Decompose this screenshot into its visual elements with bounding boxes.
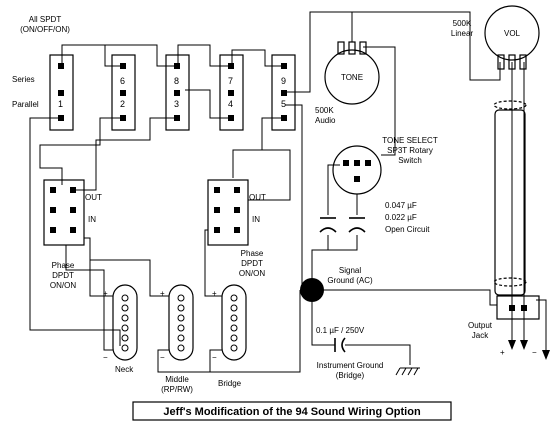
label-line: Ground (AC): [327, 276, 373, 285]
label-line: 500K: [453, 19, 472, 28]
label-line: Signal: [339, 266, 361, 275]
bridge-pickup: [221, 284, 247, 361]
label-line: Output: [468, 321, 493, 330]
middle-minus: −: [160, 353, 165, 362]
tone-label: TONE: [341, 73, 363, 82]
cap-01-label: 0.1 µF / 250V: [316, 326, 365, 335]
diagram-title: Jeff's Modification of the 94 Sound Wiri…: [163, 406, 421, 418]
series-label: Series: [12, 75, 35, 84]
label-line: Linear: [451, 29, 474, 38]
arrows: [508, 340, 550, 360]
bridge-minus: −: [212, 353, 217, 362]
cap-022-label: 0.022 µF: [385, 213, 417, 222]
label-line: DPDT: [241, 259, 263, 268]
spdt-label: All SPDT(ON/OFF/ON): [20, 15, 70, 34]
bridge-label: Bridge: [218, 379, 242, 388]
switch-lugs: [50, 63, 527, 311]
switch-number-1: 1: [58, 99, 63, 109]
switch-number-9: 9: [281, 76, 286, 86]
vol-label: VOL: [504, 29, 521, 38]
switch-number-8: 8: [174, 76, 179, 86]
tone-select-rotary-switch[interactable]: [332, 145, 382, 195]
jack-plus: +: [500, 348, 505, 357]
label-line: TONE SELECT: [382, 136, 438, 145]
label-line: SP3T Rotary: [387, 146, 433, 155]
signal-ground-node: [300, 278, 324, 302]
tone-pot[interactable]: [324, 49, 380, 105]
in-right-label: IN: [252, 215, 260, 224]
neck-pickup: [112, 284, 138, 361]
label-line: Middle: [165, 375, 189, 384]
switch-number-3: 3: [174, 99, 179, 109]
label-line: Phase: [241, 249, 264, 258]
switch-number-2: 2: [120, 99, 125, 109]
phase-dpdt-switch-left[interactable]: [43, 179, 85, 246]
jack-minus: −: [532, 348, 537, 357]
shielded-cable: [494, 109, 526, 296]
capacitors: [319, 217, 366, 353]
instrument-ground-label: Instrument Ground(Bridge): [317, 361, 384, 380]
title-box: [132, 401, 452, 421]
middle-pickup: [168, 284, 194, 361]
out-right-label: OUT: [249, 193, 266, 202]
label-line: (RP/RW): [161, 385, 193, 394]
wires: [29, 11, 547, 373]
parallel-label: Parallel: [12, 100, 39, 109]
switch-number-5: 5: [281, 99, 286, 109]
cap-047-label: 0.047 µF: [385, 201, 417, 210]
bridge-plus: +: [212, 289, 217, 298]
out-left-label: OUT: [85, 193, 102, 202]
label-line: All SPDT: [29, 15, 62, 24]
volume-pot[interactable]: [484, 5, 540, 61]
phase-dpdt-switch-right[interactable]: [207, 179, 249, 246]
middle-label: Middle(RP/RW): [161, 375, 193, 394]
label-line: Audio: [315, 116, 336, 125]
in-left-label: IN: [88, 215, 96, 224]
label-line: Instrument Ground: [317, 361, 384, 370]
middle-plus: +: [160, 289, 165, 298]
switch-number-7: 7: [228, 76, 233, 86]
spdt-switch-2[interactable]: [111, 54, 136, 131]
label-line: ON/ON: [50, 281, 76, 290]
label-line: Switch: [398, 156, 422, 165]
neck-minus: −: [103, 353, 108, 362]
label-line: Phase: [52, 261, 75, 270]
label-line: 500K: [315, 106, 334, 115]
open-circuit-label: Open Circuit: [385, 225, 430, 234]
switch-number-4: 4: [228, 99, 233, 109]
label-line: Jack: [472, 331, 489, 340]
neck-plus: +: [103, 289, 108, 298]
switch-number-6: 6: [120, 76, 125, 86]
label-line: (ON/OFF/ON): [20, 25, 70, 34]
label-line: (Bridge): [336, 371, 365, 380]
label-line: ON/ON: [239, 269, 265, 278]
label-line: DPDT: [52, 271, 74, 280]
neck-label: Neck: [115, 365, 134, 374]
output-jack[interactable]: [496, 295, 540, 320]
pickup-poles: [121, 294, 238, 352]
ground-icon: [395, 367, 420, 376]
